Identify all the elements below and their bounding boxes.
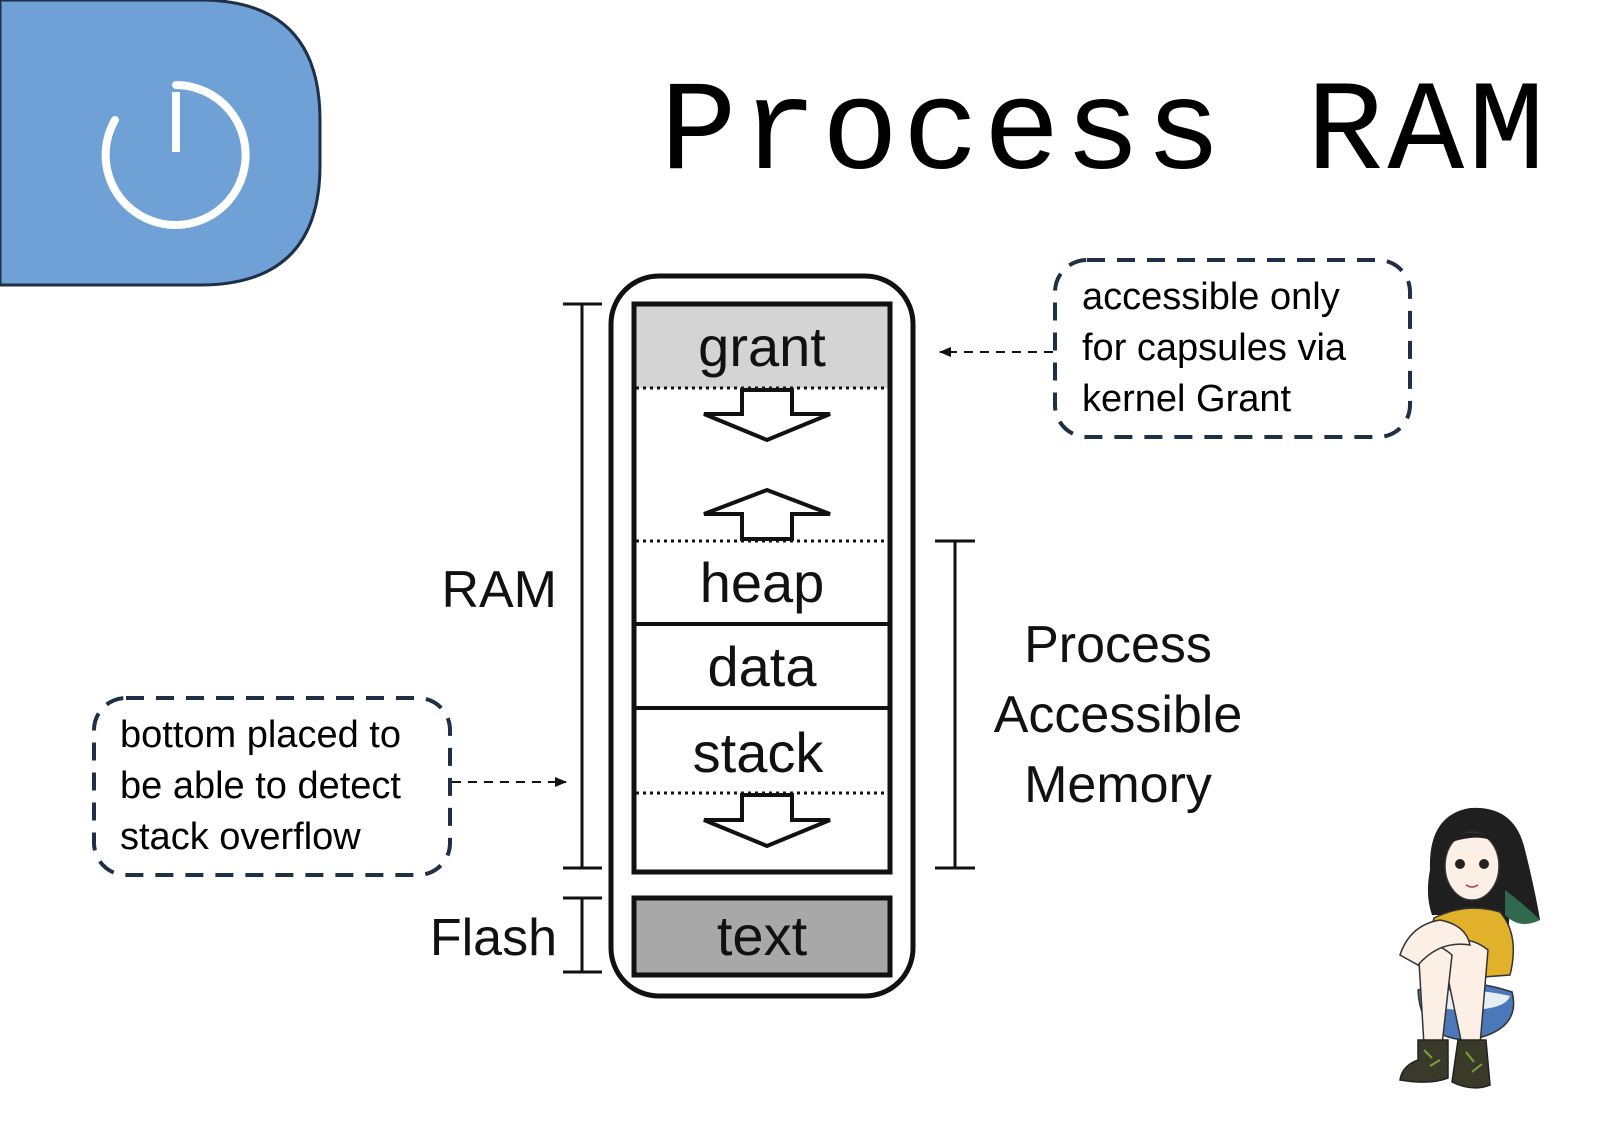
heap-up-arrow bbox=[703, 487, 831, 541]
text-segment-label: text bbox=[717, 904, 808, 967]
stack-down-arrow bbox=[703, 793, 831, 849]
stack-segment-label: stack bbox=[693, 721, 825, 784]
ram-bracket bbox=[563, 302, 602, 870]
grant-segment-fill bbox=[634, 304, 890, 388]
stack-note-box bbox=[92, 696, 452, 877]
process-accessible-label-line3: Memory bbox=[1024, 756, 1212, 814]
flash-bracket bbox=[563, 896, 602, 974]
ram-block: grant heap data stack bbox=[631, 301, 893, 875]
grant-down-arrow bbox=[703, 388, 831, 443]
flash-label: Flash bbox=[430, 909, 557, 967]
stack-note-line: be able to detect bbox=[120, 765, 401, 807]
process-accessible-label-line2: Accessible bbox=[994, 686, 1243, 744]
page-title: Process RAM bbox=[660, 62, 1549, 207]
grant-segment-label: grant bbox=[698, 315, 826, 378]
grant-note-line: kernel Grant bbox=[1082, 378, 1292, 420]
stack-note-line: bottom placed to bbox=[120, 714, 401, 756]
grant-note-line: accessible only bbox=[1082, 276, 1340, 318]
flash-block: text bbox=[631, 895, 893, 978]
process-accessible-label-line1: Process bbox=[1024, 616, 1212, 674]
stack-note-line: stack overflow bbox=[120, 816, 361, 858]
logo-tab bbox=[0, 0, 322, 287]
grant-note-box bbox=[1053, 258, 1412, 439]
data-segment-label: data bbox=[708, 635, 818, 698]
process-memory-outline bbox=[608, 273, 916, 999]
grant-note: accessible only for capsules via kernel … bbox=[1082, 272, 1346, 425]
stack-note: bottom placed to be able to detect stack… bbox=[120, 710, 401, 863]
power-icon bbox=[101, 81, 250, 229]
heap-segment-label: heap bbox=[700, 551, 825, 614]
girl-character-illustration bbox=[1399, 807, 1540, 1089]
ram-label: RAM bbox=[441, 561, 557, 619]
process-accessible-bracket bbox=[935, 539, 975, 870]
grant-note-line: for capsules via bbox=[1082, 327, 1347, 369]
